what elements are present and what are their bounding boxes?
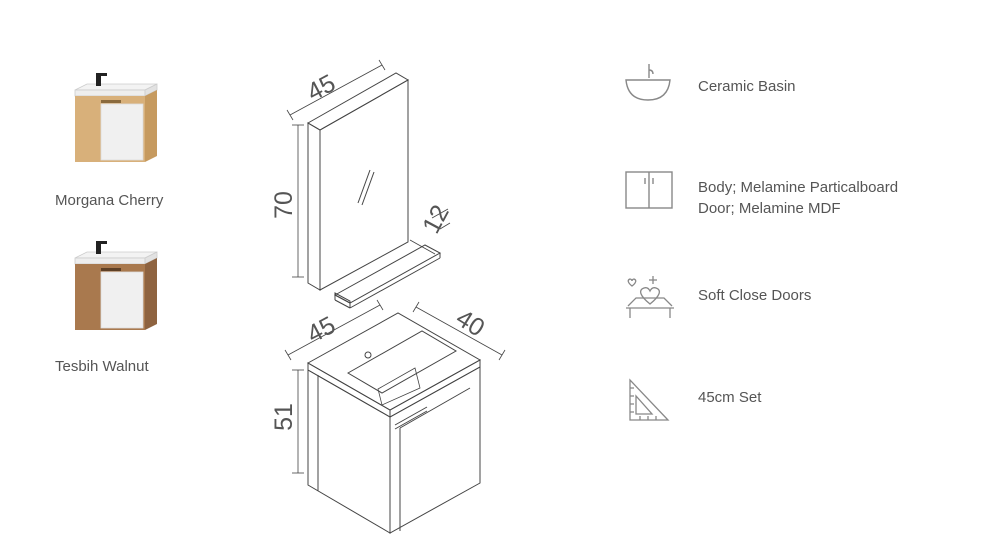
dimension-label: 45: [302, 69, 340, 107]
variant-name: Tesbih Walnut: [55, 358, 149, 375]
cabinet-drawing: [306, 312, 482, 534]
feature-label: Ceramic Basin: [698, 78, 796, 95]
cabinet-dimension-lines: [284, 299, 506, 474]
cabinet-body-side: [75, 264, 99, 330]
mirror-drawing: [306, 72, 442, 309]
technical-drawing: 45 70 12 45 40 51: [270, 59, 506, 534]
feature-label: Soft Close Doors: [698, 287, 812, 304]
soft-close-icon: [626, 276, 674, 318]
dimension-label: 40: [451, 304, 489, 342]
dimension-label: 12: [417, 200, 455, 238]
feature-label: Body; Melamine Particalboard: [698, 179, 899, 196]
feature-label: Door; Melamine MDF: [698, 200, 841, 217]
variant-morgana-cherry[interactable]: Morgana Cherry: [55, 70, 255, 220]
ceramic-basin-icon: [625, 64, 671, 101]
feature-label: 45cm Set: [698, 389, 762, 406]
dimension-label: 45: [302, 311, 340, 349]
cabinet-thumbnail: [74, 241, 158, 330]
mirror-dimension-lines: [286, 59, 451, 278]
dimension-label: 70: [270, 191, 298, 219]
variant-tesbih-walnut[interactable]: Tesbih Walnut: [55, 238, 255, 378]
cabinet-doors-icon: [625, 171, 673, 209]
cabinet-body-side: [75, 96, 99, 162]
variant-name: Morgana Cherry: [55, 192, 164, 209]
dimension-label: 51: [270, 403, 298, 431]
set-square-icon: [629, 378, 670, 421]
cabinet-thumbnail: [74, 73, 158, 162]
